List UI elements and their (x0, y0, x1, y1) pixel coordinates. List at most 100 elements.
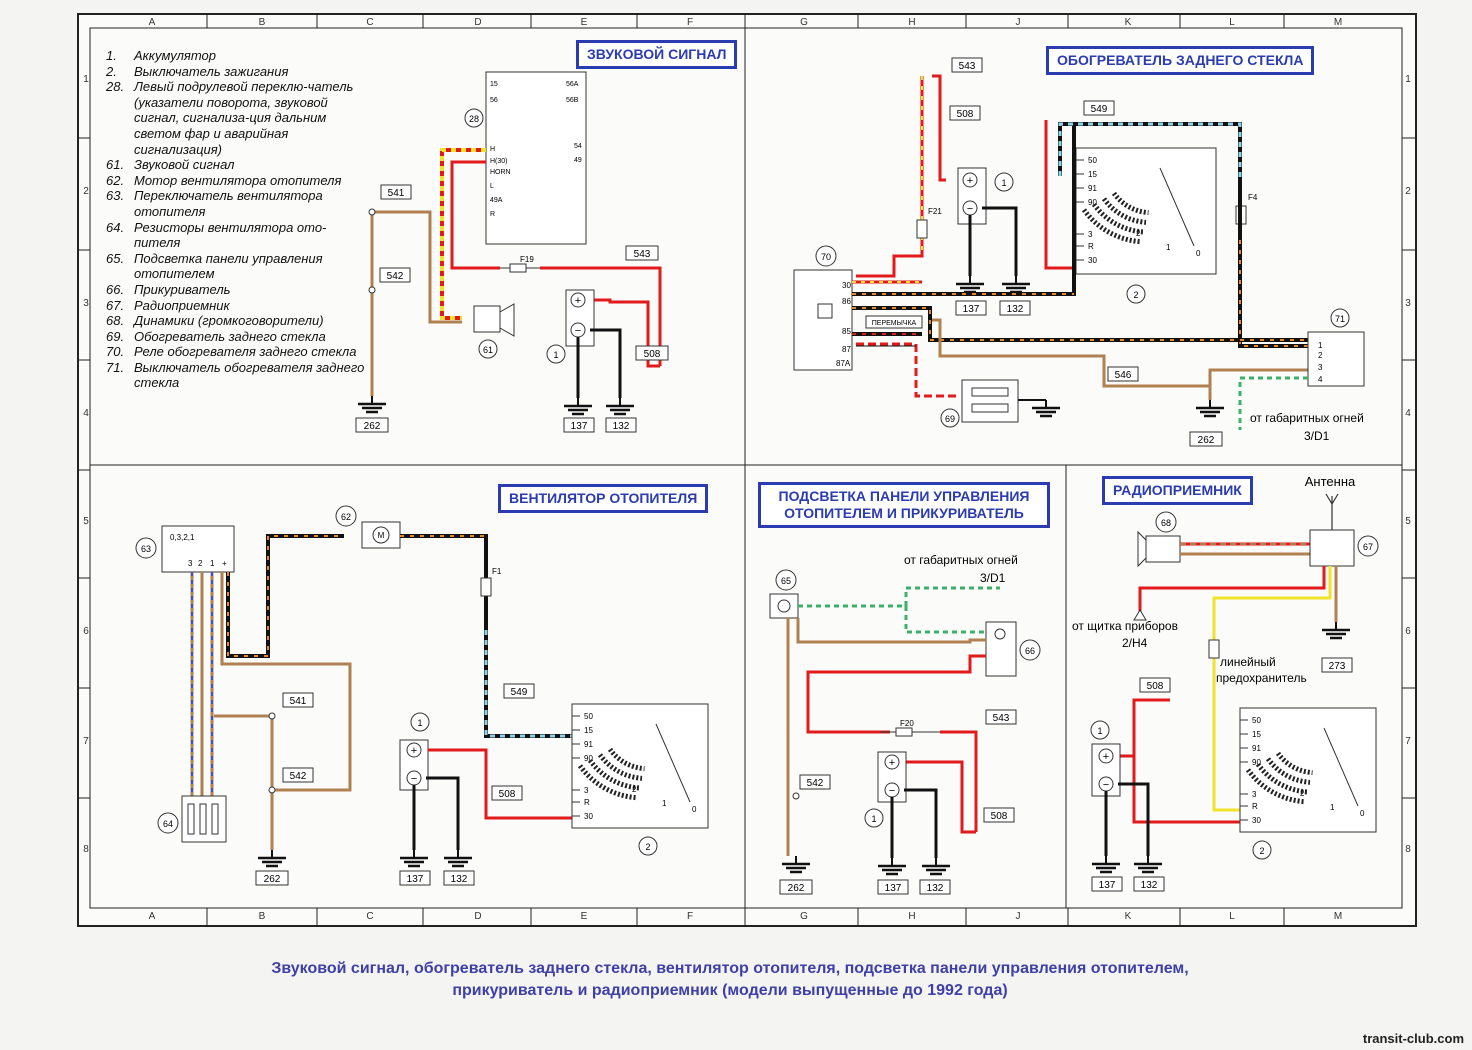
relay-pin-label: 30 (842, 281, 851, 290)
wire-543-label: 543 (634, 249, 651, 260)
label-from-marker-lights: от габаритных огней (1250, 411, 1364, 425)
wire-137-label: 137 (963, 304, 980, 315)
wire-508-label: 508 (499, 789, 516, 800)
relay-pin-label: 87A (836, 359, 851, 368)
legend-text: Динамики (громкоговорители) (134, 313, 324, 329)
caption-line-1: Звуковой сигнал, обогреватель заднего ст… (271, 960, 1189, 977)
grid-row-label: 2 (1405, 186, 1411, 197)
sw71-pin-label: 1 (1318, 341, 1323, 350)
ign-pin-label: 15 (584, 726, 593, 735)
label-ref-3d1: 3/D1 (1304, 429, 1330, 443)
ign-pin-label: 30 (584, 812, 593, 821)
wire-541-label: 541 (388, 188, 405, 199)
legend-num: 68. (106, 313, 125, 329)
wire-273-label: 273 (1329, 661, 1346, 672)
legend-num: 67. (106, 297, 125, 313)
sw71-pin-label: 3 (1318, 363, 1323, 372)
callout-text: 70 (821, 252, 831, 262)
ign-position-label: 0 (1196, 249, 1201, 258)
legend-num: 70. (106, 344, 125, 360)
legend-item: 64.Резисторы вентилятора ото-пителя (106, 220, 366, 251)
grid-column-label: A (149, 17, 156, 28)
callout-text: 1 (417, 718, 422, 728)
grid-row-label: 3 (1405, 298, 1411, 309)
ign-pin-label: R (584, 798, 590, 807)
legend-text: Прикуриватель (134, 281, 231, 297)
legend-text: Мотор вентилятора отопителя (134, 172, 342, 188)
title-horn: ЗВУКОВОЙ СИГНАЛ (576, 40, 738, 69)
callout-text: 69 (945, 414, 955, 424)
jumper-label: ПЕРЕМЫЧКА (872, 320, 917, 327)
ign-pin-label: 91 (584, 740, 593, 749)
ign-pin-label: 50 (584, 712, 593, 721)
grid-column-label: C (366, 911, 373, 922)
wire-542-label: 542 (290, 771, 307, 782)
legend-text: Левый подрулевой переклю-чатель (указате… (134, 79, 354, 157)
wire-132-label: 132 (927, 883, 944, 894)
wire-262-label: 262 (364, 421, 381, 432)
grid-column-label: E (581, 911, 588, 922)
svg-text:−: − (889, 785, 895, 797)
rear-heater-section: 543 508 F21 + − 1 137 132 501591903R3021… (793, 57, 1365, 447)
ign-pin-label: 91 (1252, 744, 1261, 753)
grid-column-label: K (1125, 17, 1132, 28)
svg-text:−: − (1103, 779, 1109, 791)
wire-508-label: 508 (991, 811, 1008, 822)
legend-num: 69. (106, 328, 125, 344)
grid-row-label: 4 (83, 408, 89, 419)
relay-pin-label: 85 (842, 327, 851, 336)
pin-label: H(30) (490, 158, 508, 165)
legend-item: 66.Прикуриватель (106, 282, 366, 298)
legend-num: 65. (106, 250, 125, 266)
grid-column-label: D (474, 17, 481, 28)
wire-508-label: 508 (957, 109, 974, 120)
svg-text:+: + (889, 757, 895, 769)
svg-text:−: − (411, 773, 417, 785)
wire-262-label: 262 (1198, 435, 1215, 446)
wire-132-label: 132 (1007, 304, 1024, 315)
legend-item: 67.Радиоприемник (106, 298, 366, 314)
legend-num: 1. (106, 48, 117, 63)
grid-column-label: K (1125, 911, 1132, 922)
caption-line-2: прикуриватель и радиоприемник (модели вы… (452, 982, 1008, 999)
ign-pin-label: 50 (1088, 156, 1097, 165)
grid-column-label: E (581, 17, 588, 28)
wire-546-label: 546 (1115, 370, 1132, 381)
legend-text: Резисторы вентилятора ото-пителя (134, 219, 327, 251)
pin-label: 49 (574, 157, 582, 164)
grid-row-label: 5 (1405, 516, 1411, 527)
grid-row-label: 1 (1405, 74, 1411, 85)
ignition-switch-2 (571, 703, 709, 829)
legend-text: Подсветка панели управления отопителем (134, 250, 323, 282)
wire-542-label: 542 (387, 271, 404, 282)
label-inline-fuse-1: линейный (1220, 655, 1276, 669)
horn-61 (473, 305, 501, 333)
pin-label: 56A (566, 81, 579, 88)
label-ref-2h4: 2/H4 (1122, 636, 1148, 650)
grid-column-label: L (1229, 17, 1235, 28)
callout-text: 64 (163, 819, 173, 829)
callout-text: 2 (645, 842, 650, 852)
grid-column-label: F (687, 17, 693, 28)
legend-text: Аккумулятор (134, 48, 216, 63)
wire-549-label: 549 (1091, 104, 1108, 115)
svg-text:−: − (575, 325, 581, 337)
wire-262-label: 262 (788, 883, 805, 894)
pin-label: + (222, 559, 227, 568)
antenna-label: Антенна (1305, 474, 1356, 489)
inner-frame (89, 27, 1403, 909)
svg-text:+: + (411, 745, 417, 757)
svg-text:M: M (378, 531, 385, 540)
ign-pin-label: 90 (1252, 758, 1261, 767)
legend-item: 69.Обогреватель заднего стекла (106, 329, 366, 345)
grid-column-label: M (1334, 17, 1342, 28)
fuse-f20-label: F20 (900, 719, 914, 728)
legend-item: 28.Левый подрулевой переклю-чатель (указ… (106, 79, 366, 157)
grid-column-label: J (1016, 911, 1021, 922)
ign-position-label: 1 (662, 799, 667, 808)
relay-pin-label: 87 (842, 345, 851, 354)
ign-pin-label: 30 (1088, 256, 1097, 265)
legend-item: 61.Звуковой сигнал (106, 157, 366, 173)
